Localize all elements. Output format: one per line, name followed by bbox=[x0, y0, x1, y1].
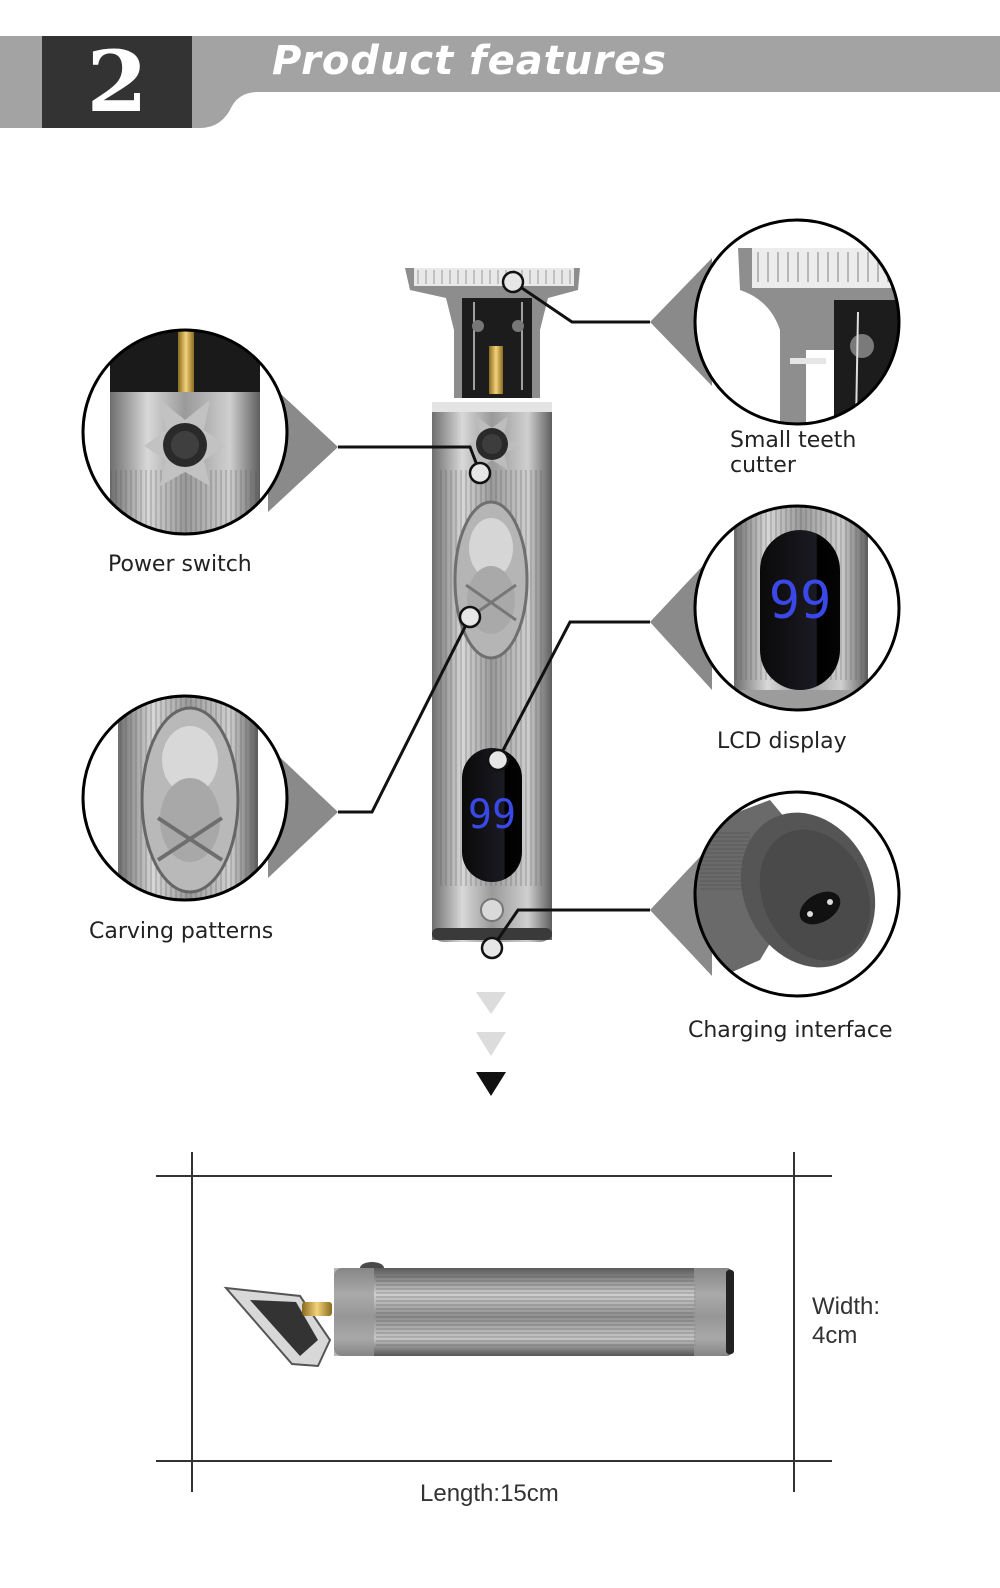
connector-charging-interface bbox=[490, 908, 650, 949]
anchor-dot-carving-patterns bbox=[458, 605, 482, 629]
header-band bbox=[0, 36, 1000, 128]
length-dimension-label: Length:15cm bbox=[420, 1480, 559, 1507]
label-power-switch: Power switch bbox=[108, 552, 252, 577]
arrow-down-light-1 bbox=[476, 992, 506, 1014]
section-header: 2 Product features bbox=[0, 0, 1000, 140]
label-carving-patterns: Carving patterns bbox=[89, 919, 274, 944]
section-title: Product features bbox=[272, 38, 667, 84]
zoom-circle-charging-interface bbox=[693, 790, 901, 998]
zoom-circle-small-teeth-cutter bbox=[693, 218, 901, 426]
width-value: 4cm bbox=[812, 1322, 858, 1349]
arrow-down-dark bbox=[476, 1072, 506, 1096]
trimmer-horizontal-image bbox=[223, 1262, 734, 1368]
label-line: cutter bbox=[730, 453, 796, 478]
zoom-circle-power-switch bbox=[81, 328, 289, 536]
label-small-teeth-cutter: Small teeth cutter bbox=[730, 428, 856, 478]
zoom-circle-carving-patterns bbox=[81, 694, 289, 902]
label-lcd-display: LCD display bbox=[717, 729, 847, 754]
callout-anchor-dots bbox=[458, 270, 525, 960]
anchor-dot-charging-interface bbox=[480, 936, 504, 960]
anchor-dot-small-teeth-cutter bbox=[501, 270, 525, 294]
down-arrows bbox=[476, 992, 506, 1096]
connector-small-teeth-cutter bbox=[512, 280, 650, 324]
anchor-dot-lcd-display bbox=[486, 748, 510, 772]
connector-lcd-display bbox=[496, 620, 650, 761]
zoom-circle-lcd-display: 99 bbox=[693, 504, 901, 712]
label-charging-interface: Charging interface bbox=[688, 1018, 893, 1043]
trimmer-vertical-image: 99 bbox=[405, 268, 580, 942]
width-label-line: Width: bbox=[812, 1293, 881, 1320]
dimension-frame bbox=[156, 1152, 832, 1492]
step-number-badge: 2 bbox=[42, 36, 192, 128]
step-number: 2 bbox=[86, 32, 148, 131]
lcd-readout: 99 bbox=[468, 792, 516, 838]
arrow-down-light-2 bbox=[476, 1032, 506, 1056]
connector-carving-patterns bbox=[338, 616, 472, 814]
label-line: Small teeth bbox=[730, 428, 857, 453]
callout-connectors bbox=[338, 280, 650, 949]
anchor-dot-power-switch bbox=[468, 461, 492, 485]
lcd-readout-zoomed: 99 bbox=[769, 571, 832, 631]
width-dimension-label: Width: 4cm bbox=[812, 1292, 880, 1350]
